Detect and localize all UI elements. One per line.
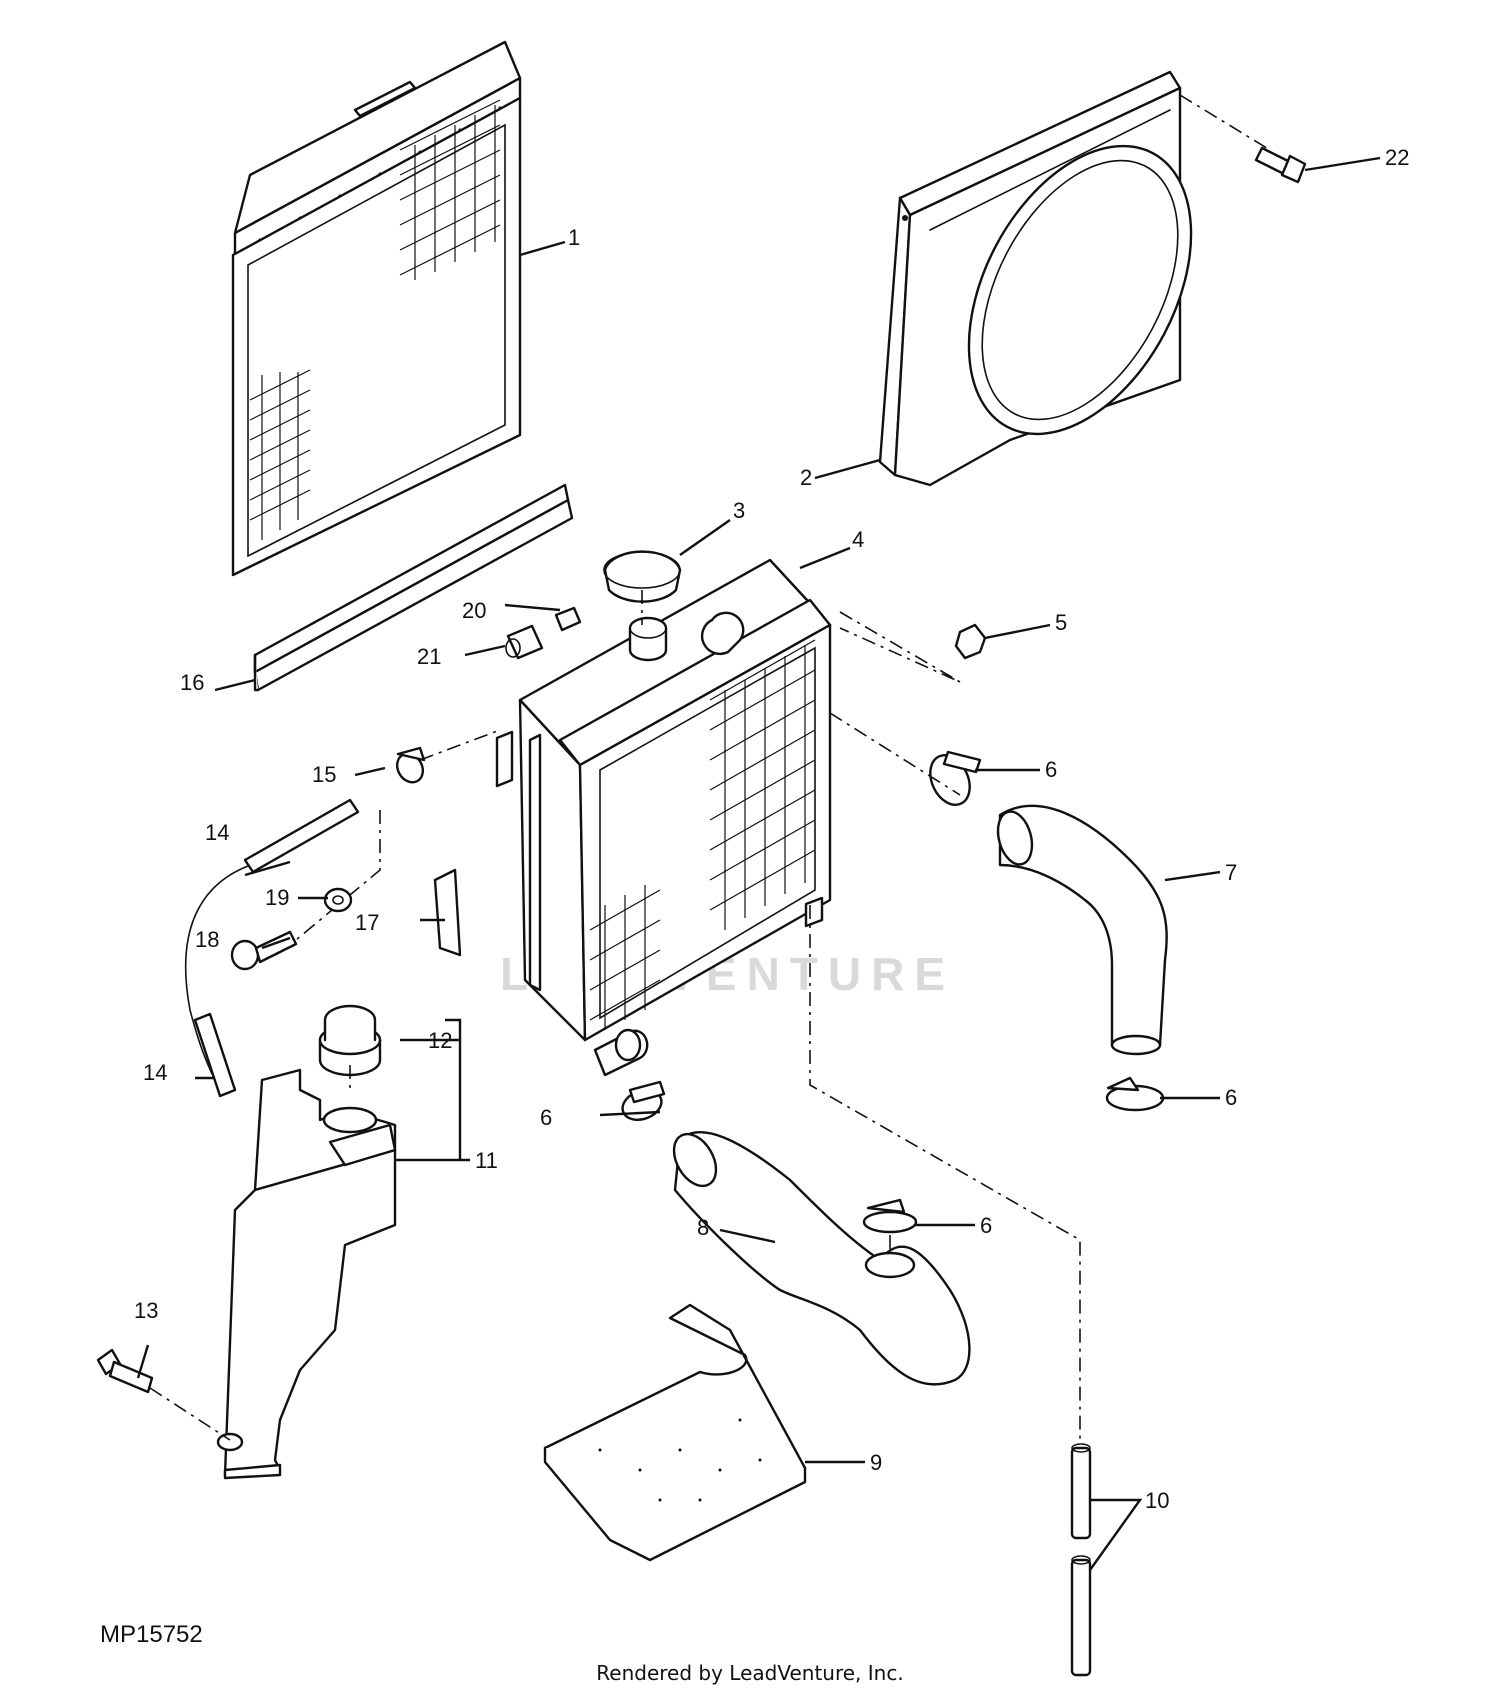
callout-1: 1 [568,225,580,250]
part-7-upper-hose [829,712,1168,1056]
callout-12: 12 [428,1028,452,1053]
part-22-bolt [1179,94,1307,184]
callout-7: 7 [1225,860,1237,885]
part-5-nut [839,611,987,683]
part-3-radiator-cap [603,550,682,625]
callout-6-lower-mid: 6 [980,1213,992,1238]
callout-leaders [136,156,1381,1571]
callout-20: 20 [462,598,486,623]
part-11-reservoir [216,1068,397,1480]
callout-labels: 1 2 3 4 5 6 6 6 6 7 8 9 10 11 12 13 14 1… [134,145,1409,1513]
part-17-decal [433,868,462,957]
part-15-clamp [395,729,501,784]
callout-4: 4 [852,527,864,552]
render-credit: Rendered by LeadVenture, Inc. [596,1661,903,1685]
callout-14-upper: 14 [205,820,229,845]
part-14-overflow-hoses [184,798,360,1098]
part-8-lower-hose [672,1130,971,1386]
callout-18: 18 [195,927,219,952]
callout-8: 8 [697,1215,709,1240]
part-4-radiator [495,558,832,1077]
part-12-reservoir-cap [318,1004,382,1134]
part-6-clamp-lower-mid [862,1198,918,1234]
part-19-washer [323,887,353,913]
part-10-tubes [809,905,1092,1677]
part-13-bolt [96,1348,231,1441]
part-6-clamp-upper [929,750,982,806]
callout-9: 9 [870,1450,882,1475]
callout-6-right: 6 [1225,1085,1237,1110]
callout-15: 15 [312,762,336,787]
callout-14-lower: 14 [143,1060,167,1085]
callout-10: 10 [1145,1488,1169,1513]
callout-2: 2 [800,465,812,490]
callout-13: 13 [134,1298,158,1323]
part-6-clamp-right [1105,1076,1165,1112]
callout-19: 19 [265,885,289,910]
callout-11: 11 [475,1148,498,1173]
drawing-number: MP15752 [100,1621,203,1648]
callout-5: 5 [1055,610,1067,635]
part-1-grille-screen [231,40,522,577]
callout-6-upper: 6 [1045,757,1057,782]
callout-21: 21 [417,644,441,669]
part-6-clamp-lower-left [621,1080,666,1122]
part-2-fan-shroud [878,70,1193,487]
callout-22: 22 [1385,145,1409,170]
callout-17: 17 [355,910,379,935]
part-16-seal-strip [253,483,574,692]
part-9-pad [543,1303,807,1562]
part-20-nut [554,606,582,632]
callout-6-lower-left: 6 [540,1105,552,1130]
part-21-spacer [505,624,544,660]
callout-16: 16 [180,670,204,695]
callout-3: 3 [733,498,745,523]
